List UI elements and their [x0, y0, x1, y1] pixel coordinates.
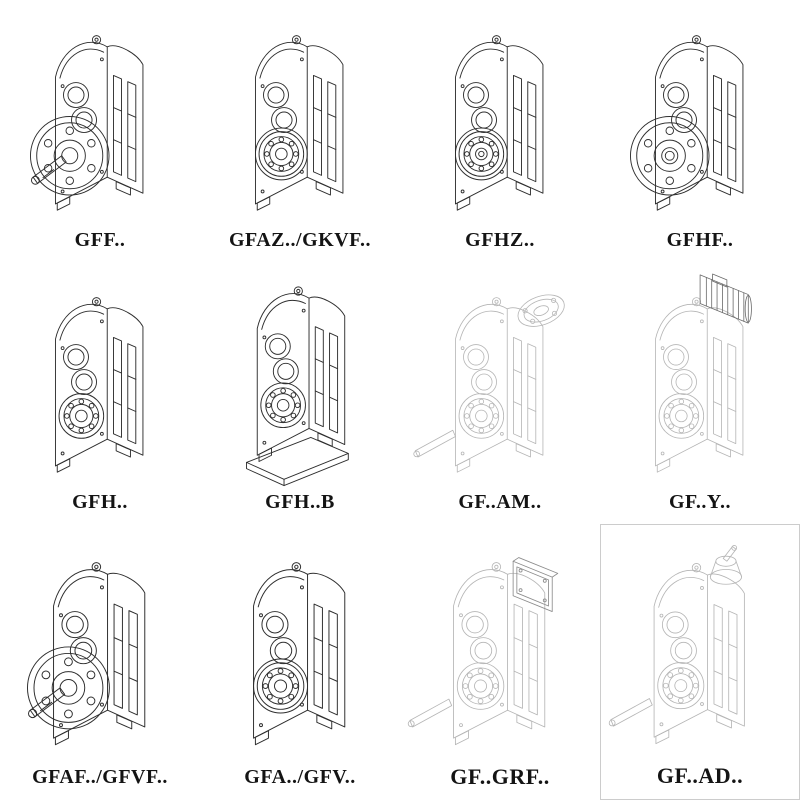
- drawing-gfa-gfv: [202, 528, 398, 764]
- product-cell-gf-ad: GF..AD..: [600, 524, 800, 800]
- product-cell-gf-am: GF..AM..: [400, 262, 600, 524]
- model-label-gf-ad: GF..AD..: [656, 763, 744, 788]
- drawing-gf-grf: [402, 528, 598, 764]
- product-cell-gfh: GFH..: [0, 262, 200, 524]
- drawing-gf-ad: [603, 529, 797, 763]
- drawing-gfh: [2, 266, 198, 489]
- product-cell-gfhf: GFHF..: [600, 0, 800, 262]
- product-cell-gf-y: GF..Y..: [600, 262, 800, 524]
- model-label-gfaf-gfvf: GFAF../GFVF..: [32, 766, 168, 788]
- model-label-gfhz: GFHZ..: [465, 229, 535, 252]
- drawing-gfaz-gkvf: [202, 4, 398, 227]
- model-label-gff: GFF..: [74, 229, 126, 252]
- drawing-gf-y: [602, 266, 798, 489]
- model-label-gf-grf: GF..GRF..: [450, 764, 550, 789]
- model-label-gfaz-gkvf: GFAZ../GKVF..: [228, 229, 372, 252]
- product-cell-gfa-gfv: GFA../GFV..: [200, 524, 400, 800]
- product-cell-gff: GFF..: [0, 0, 200, 262]
- drawing-gfaf-gfvf: [2, 528, 198, 764]
- model-label-gfh: GFH..: [72, 491, 128, 514]
- model-label-gfa-gfv: GFA../GFV..: [244, 766, 356, 788]
- drawing-gf-am: [402, 266, 598, 489]
- model-label-gfhf: GFHF..: [666, 229, 734, 252]
- product-cell-gfhz: GFHZ..: [400, 0, 600, 262]
- drawing-gfhz: [402, 4, 598, 227]
- drawing-gfh-b: [202, 266, 398, 489]
- product-cell-gf-grf: GF..GRF..: [400, 524, 600, 800]
- product-cell-gfaf-gfvf: GFAF../GFVF..: [0, 524, 200, 800]
- model-label-gf-am: GF..AM..: [458, 491, 542, 514]
- model-label-gf-y: GF..Y..: [668, 491, 732, 514]
- model-label-gfh-b: GFH..B: [265, 491, 335, 514]
- drawing-gff: [2, 4, 198, 227]
- product-cell-gfaz-gkvf: GFAZ../GKVF..: [200, 0, 400, 262]
- product-cell-gfh-b: GFH..B: [200, 262, 400, 524]
- drawing-gfhf: [602, 4, 798, 227]
